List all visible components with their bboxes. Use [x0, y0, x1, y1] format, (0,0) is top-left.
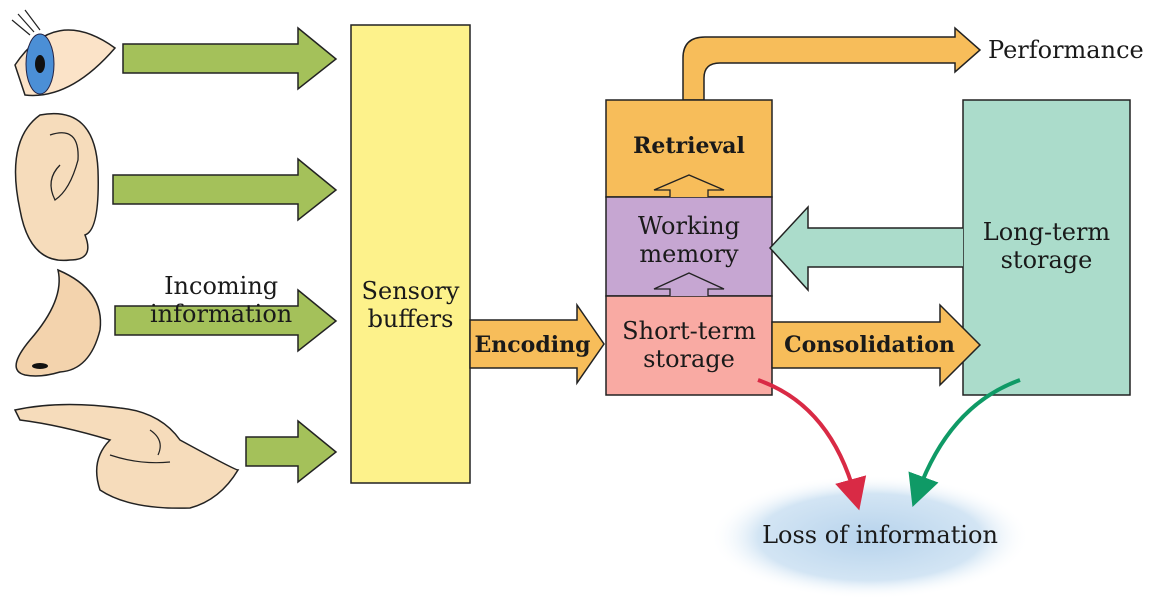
working-memory-label: Working memory [606, 212, 772, 268]
short-term-line-2: storage [643, 345, 735, 373]
incoming-line-1: Incoming [164, 272, 279, 300]
touch-input-arrow [245, 419, 338, 484]
sensory-buffers-box [350, 24, 471, 484]
sensory-line-2: buffers [367, 305, 454, 333]
working-line-1: Working [638, 212, 740, 240]
retrieval-label: Retrieval [633, 133, 745, 159]
loss-of-information-label: Loss of information [762, 521, 998, 549]
sensory-line-1: Sensory [361, 277, 460, 305]
short-term-loss-arrow [757, 378, 867, 511]
nose-input-arrow [114, 288, 338, 353]
ear-input-arrow [112, 157, 338, 222]
long-term-line-2: storage [1000, 246, 1093, 274]
consolidation-arrow [771, 303, 982, 387]
hand-icon [13, 403, 240, 509]
encoding-arrow [469, 302, 605, 386]
long-term-to-working-arrow [768, 205, 963, 292]
encoding-label: Encoding [474, 332, 591, 358]
ear-icon [14, 113, 99, 262]
short-to-working-arrow [653, 272, 725, 296]
long-term-loss-arrow [908, 378, 1021, 508]
nose-icon [15, 268, 102, 377]
performance-label: Performance [988, 36, 1144, 64]
long-term-line-1: Long-term [982, 218, 1111, 246]
eye-icon [11, 9, 117, 97]
long-term-storage-box [962, 99, 1131, 396]
working-line-2: memory [639, 240, 739, 268]
incoming-line-2: information [150, 300, 293, 328]
sensory-buffers-label: Sensory buffers [353, 277, 468, 333]
performance-arrow [682, 26, 982, 101]
incoming-information-label: Incoming information [150, 272, 292, 328]
short-term-storage-label: Short-term storage [606, 317, 772, 373]
consolidation-label: Consolidation [784, 332, 955, 358]
loss-of-information-cloud [710, 475, 1030, 599]
long-term-storage-label: Long-term storage [963, 218, 1130, 274]
short-term-line-1: Short-term [622, 317, 756, 345]
working-to-retrieval-arrow [653, 174, 725, 197]
eye-input-arrow [122, 26, 338, 91]
short-term-storage-box [605, 295, 773, 396]
